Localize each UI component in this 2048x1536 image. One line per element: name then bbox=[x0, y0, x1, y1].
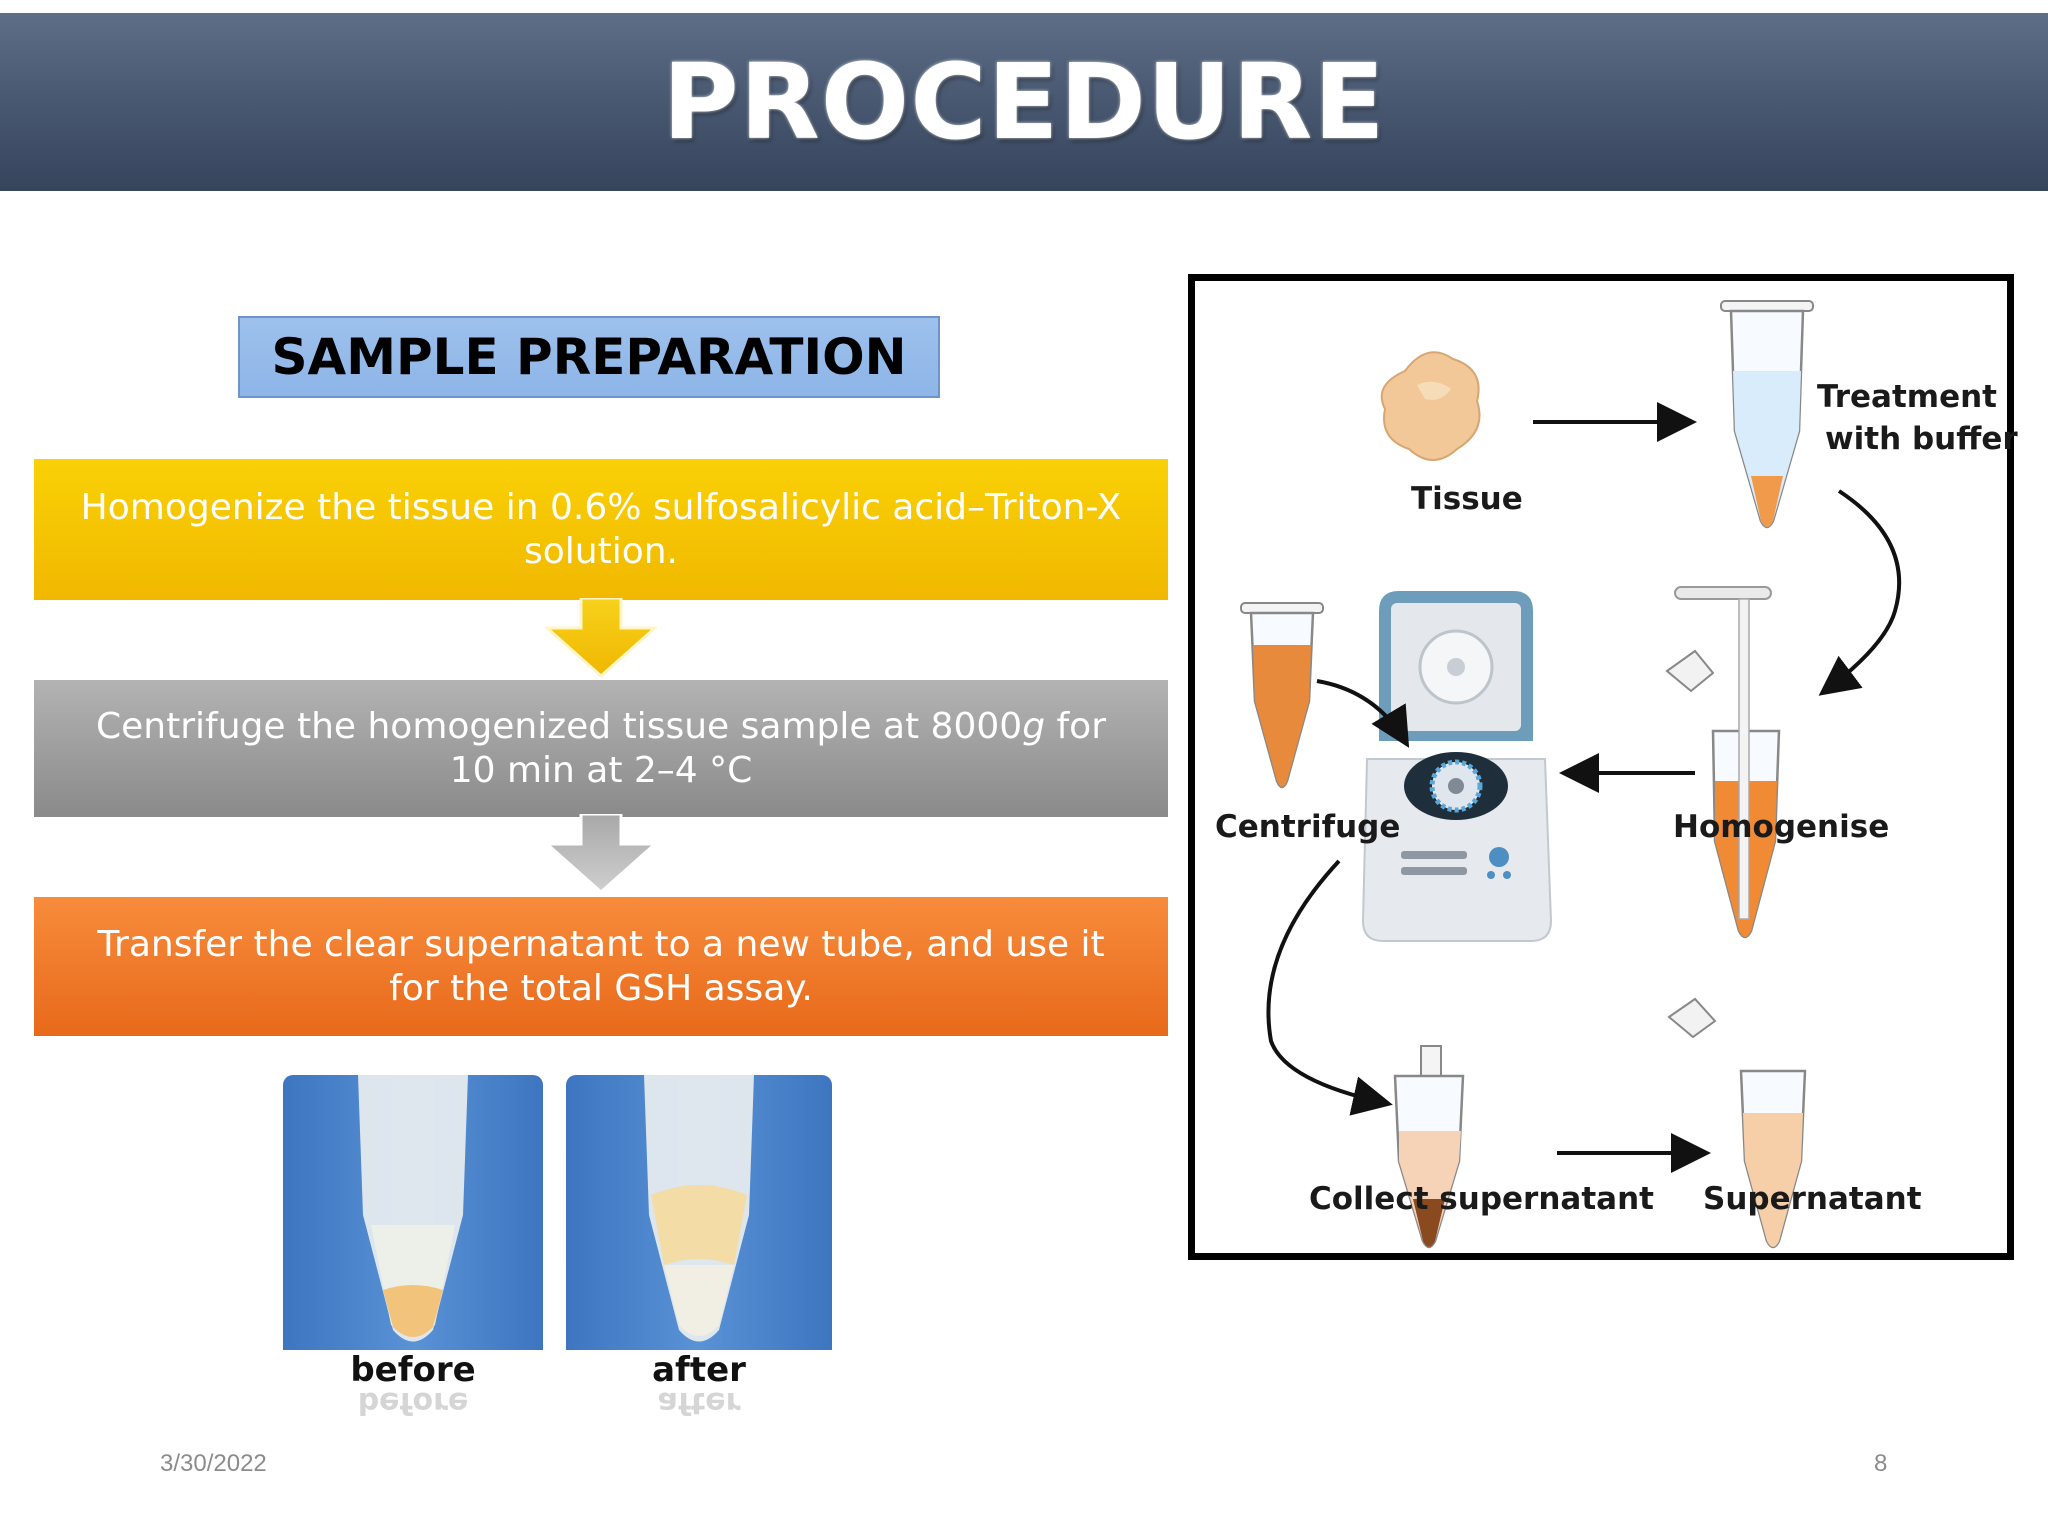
slide-title: PROCEDURE bbox=[662, 41, 1386, 163]
centrifuge-icon bbox=[1361, 591, 1553, 942]
section-label: SAMPLE PREPARATION bbox=[238, 316, 940, 398]
photo-label-before: before bbox=[350, 1350, 476, 1390]
step-centrifuge-text-a: Centrifuge the homogenized tissue sample… bbox=[96, 705, 1023, 747]
step-homogenize-text: Homogenize the tissue in 0.6% sulfosalic… bbox=[80, 486, 1122, 572]
step-centrifuge-text: Centrifuge the homogenized tissue sample… bbox=[74, 705, 1128, 793]
buffer-tube-icon bbox=[1720, 300, 1814, 529]
step-centrifuge-text-b: for 10 min at 2–4 °C bbox=[449, 705, 1106, 791]
homogenise-tube-icon bbox=[1665, 586, 1781, 939]
sample-tube-icon bbox=[1240, 602, 1324, 789]
tube-before-image bbox=[358, 1075, 468, 1342]
workflow-diagram: Tissue Treatment with buffer Centrifuge … bbox=[1188, 274, 2018, 1260]
label-tissue: Tissue bbox=[1411, 481, 1523, 517]
step-centrifuge-text-g: g bbox=[1022, 705, 1046, 747]
photo-label-after-reflection: after bbox=[657, 1385, 741, 1420]
step-centrifuge: Centrifuge the homogenized tissue sample… bbox=[34, 680, 1168, 817]
step-transfer: Transfer the clear supernatant to a new … bbox=[34, 897, 1168, 1036]
label-centrifuge: Centrifuge bbox=[1215, 809, 1401, 845]
arrow-tube-into-centrifuge bbox=[1316, 679, 1410, 748]
photo-label-before-reflection: before bbox=[357, 1385, 469, 1420]
tissue-icon bbox=[1380, 351, 1481, 461]
down-arrow-2 bbox=[545, 814, 657, 894]
footer-page-number: 8 bbox=[1874, 1450, 1888, 1477]
footer-date: 3/30/2022 bbox=[160, 1450, 267, 1477]
label-treatment-line2: with buffer bbox=[1825, 421, 2018, 457]
photo-before bbox=[283, 1075, 543, 1350]
collect-tube-icon bbox=[1393, 1045, 1465, 1249]
label-treatment-line1: Treatment bbox=[1817, 379, 1998, 415]
step-homogenize: Homogenize the tissue in 0.6% sulfosalic… bbox=[34, 459, 1168, 600]
arrow-centrifuge-to-collect bbox=[1266, 859, 1393, 1116]
label-supernatant: Supernatant bbox=[1703, 1181, 1922, 1217]
down-arrow-1 bbox=[545, 598, 657, 678]
tube-after-image bbox=[644, 1075, 754, 1342]
arrow-buffer-to-homogenise bbox=[1818, 489, 1902, 696]
label-homogenise: Homogenise bbox=[1673, 809, 1890, 845]
photo-after bbox=[566, 1075, 832, 1350]
title-bar: PROCEDURE bbox=[0, 13, 2048, 191]
supernatant-tube-icon bbox=[1667, 997, 1807, 1249]
workflow-diagram-graphics bbox=[1240, 300, 1902, 1249]
step-transfer-text: Transfer the clear supernatant to a new … bbox=[97, 923, 1105, 1009]
photo-label-after: after bbox=[652, 1350, 746, 1390]
label-collect-supernatant: Collect supernatant bbox=[1309, 1181, 1654, 1217]
